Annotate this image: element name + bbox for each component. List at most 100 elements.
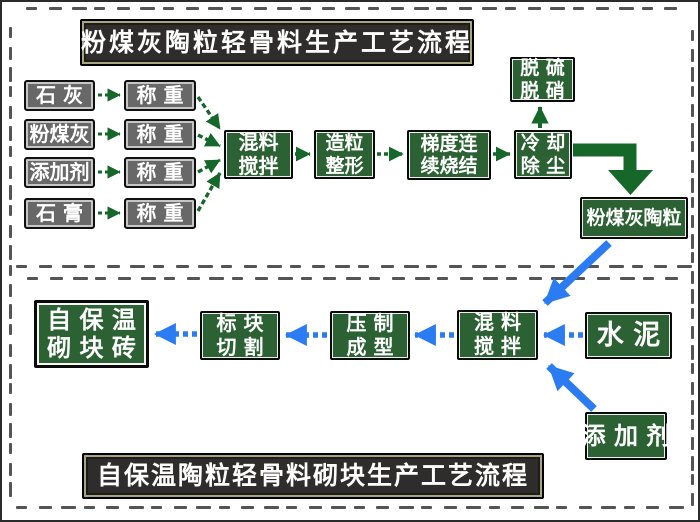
- watermark-blob: [691, 418, 695, 430]
- watermark-blob: [162, 7, 174, 11]
- watermark-blob: [691, 270, 695, 284]
- watermark-blob: [208, 7, 224, 11]
- watermark-blob: [551, 277, 567, 281]
- watermark-blob: [72, 277, 88, 281]
- watermark-blob: [9, 403, 13, 417]
- node-mix-bottom: 混 料 搅 拌: [457, 310, 538, 360]
- node-weigh-1: 称 重: [124, 80, 196, 111]
- node-granulate-line2: 整形: [325, 154, 364, 177]
- watermark-blob: [353, 506, 365, 510]
- watermark-blob: [654, 265, 668, 269]
- watermark-blob: [533, 506, 549, 510]
- watermark-blob: [482, 7, 497, 11]
- watermark-blob: [443, 506, 457, 510]
- watermark-blob: [483, 277, 498, 281]
- watermark-blob: [664, 7, 678, 11]
- watermark-blob: [141, 277, 156, 281]
- watermark-blob: [574, 277, 586, 281]
- node-mix-top: 混料 搅拌: [224, 130, 293, 179]
- watermark-blob: [9, 145, 13, 157]
- watermark-blob: [668, 506, 684, 510]
- node-cut-line1: 标 块: [216, 310, 264, 335]
- watermark-blob: [460, 277, 474, 281]
- watermark-blob: [449, 265, 463, 269]
- node-flyash: 粉煤灰: [24, 119, 95, 150]
- node-mix-top-line2: 搅拌: [238, 153, 279, 178]
- node-gypsum-label: 石 膏: [36, 200, 83, 225]
- watermark-blob: [488, 506, 500, 510]
- watermark-blob: [691, 344, 695, 360]
- watermark-blob: [677, 265, 693, 269]
- watermark-blob: [691, 437, 695, 450]
- watermark-blob: [691, 381, 695, 395]
- node-cool-line2: 除 尘: [520, 154, 566, 177]
- watermark-blob: [198, 265, 214, 269]
- watermark-blob: [578, 506, 592, 510]
- watermark-blob: [691, 307, 695, 319]
- arrow-cool-ceramsite-shaft: [573, 143, 637, 172]
- watermark-blob: [691, 215, 695, 228]
- watermark-blob: [322, 7, 336, 11]
- node-desulf-line2: 脱 硝: [520, 79, 565, 102]
- node-additive-bottom-label: 添 加 剂: [581, 421, 671, 450]
- node-weigh-2: 称 重: [124, 119, 196, 150]
- watermark-blob: [71, 7, 87, 11]
- title-top-process: 粉煤灰陶粒轻骨料生产工艺流程: [80, 19, 474, 66]
- node-granulate-line1: 造粒: [325, 132, 364, 155]
- arrow-weigh4-mix: [196, 172, 222, 212]
- node-weigh-3: 称 重: [124, 157, 196, 188]
- watermark-blob: [414, 277, 430, 281]
- watermark-blob: [691, 363, 695, 374]
- watermark-blob: [398, 506, 414, 510]
- watermark-blob: [9, 482, 13, 498]
- arrow-ceramsite-mix: [542, 240, 612, 306]
- watermark-blob: [286, 506, 297, 510]
- watermark-blob: [173, 506, 187, 510]
- watermark-blob: [244, 265, 257, 269]
- watermark-blob: [232, 277, 244, 281]
- watermark-blob: [517, 265, 531, 269]
- watermark-blob: [368, 7, 379, 11]
- node-press-line2: 成 型: [346, 334, 394, 359]
- watermark-blob: [691, 492, 695, 506]
- watermark-blob: [9, 442, 13, 454]
- node-cut-line2: 切 割: [216, 334, 264, 359]
- watermark-blob: [345, 7, 361, 11]
- watermark-blob: [163, 277, 175, 281]
- watermark-blob: [691, 141, 695, 152]
- node-weigh-4-label: 称 重: [136, 200, 184, 225]
- watermark-blob: [608, 265, 624, 269]
- node-mix-top-line1: 混料: [238, 129, 279, 154]
- watermark-blob: [241, 506, 254, 510]
- watermark-blob: [550, 7, 566, 11]
- watermark-blob: [9, 46, 13, 60]
- watermark-blob: [641, 7, 653, 11]
- watermark-blob: [152, 265, 164, 269]
- watermark-blob: [691, 196, 695, 208]
- watermark-blob: [94, 7, 106, 11]
- watermark-blob: [691, 122, 695, 138]
- arrow-additive2-mix: [546, 363, 597, 412]
- watermark-blob: [573, 7, 585, 11]
- watermark-blob: [9, 324, 13, 335]
- watermark-blob: [209, 277, 225, 281]
- watermark-blob: [118, 277, 132, 281]
- watermark-blob: [9, 264, 13, 276]
- node-sinter-line1: 梯度连: [420, 132, 478, 155]
- watermark-blob: [95, 277, 107, 281]
- node-cool-line1: 冷 却: [520, 132, 566, 155]
- watermark-blob: [117, 7, 131, 11]
- watermark-blob: [277, 277, 293, 281]
- node-flyash-label: 粉煤灰: [29, 121, 90, 146]
- node-additive-bottom: 添 加 剂: [582, 412, 670, 460]
- watermark-blob: [38, 265, 52, 269]
- watermark-blob: [459, 7, 473, 11]
- watermark-blob: [9, 165, 13, 179]
- watermark-blob: [691, 252, 695, 263]
- node-desulfurization: 脱 硫 脱 硝: [510, 57, 575, 102]
- node-press-line1: 压 制: [346, 310, 394, 335]
- watermark-blob: [691, 67, 695, 82]
- watermark-blob: [403, 265, 419, 269]
- watermark-blob: [376, 506, 389, 510]
